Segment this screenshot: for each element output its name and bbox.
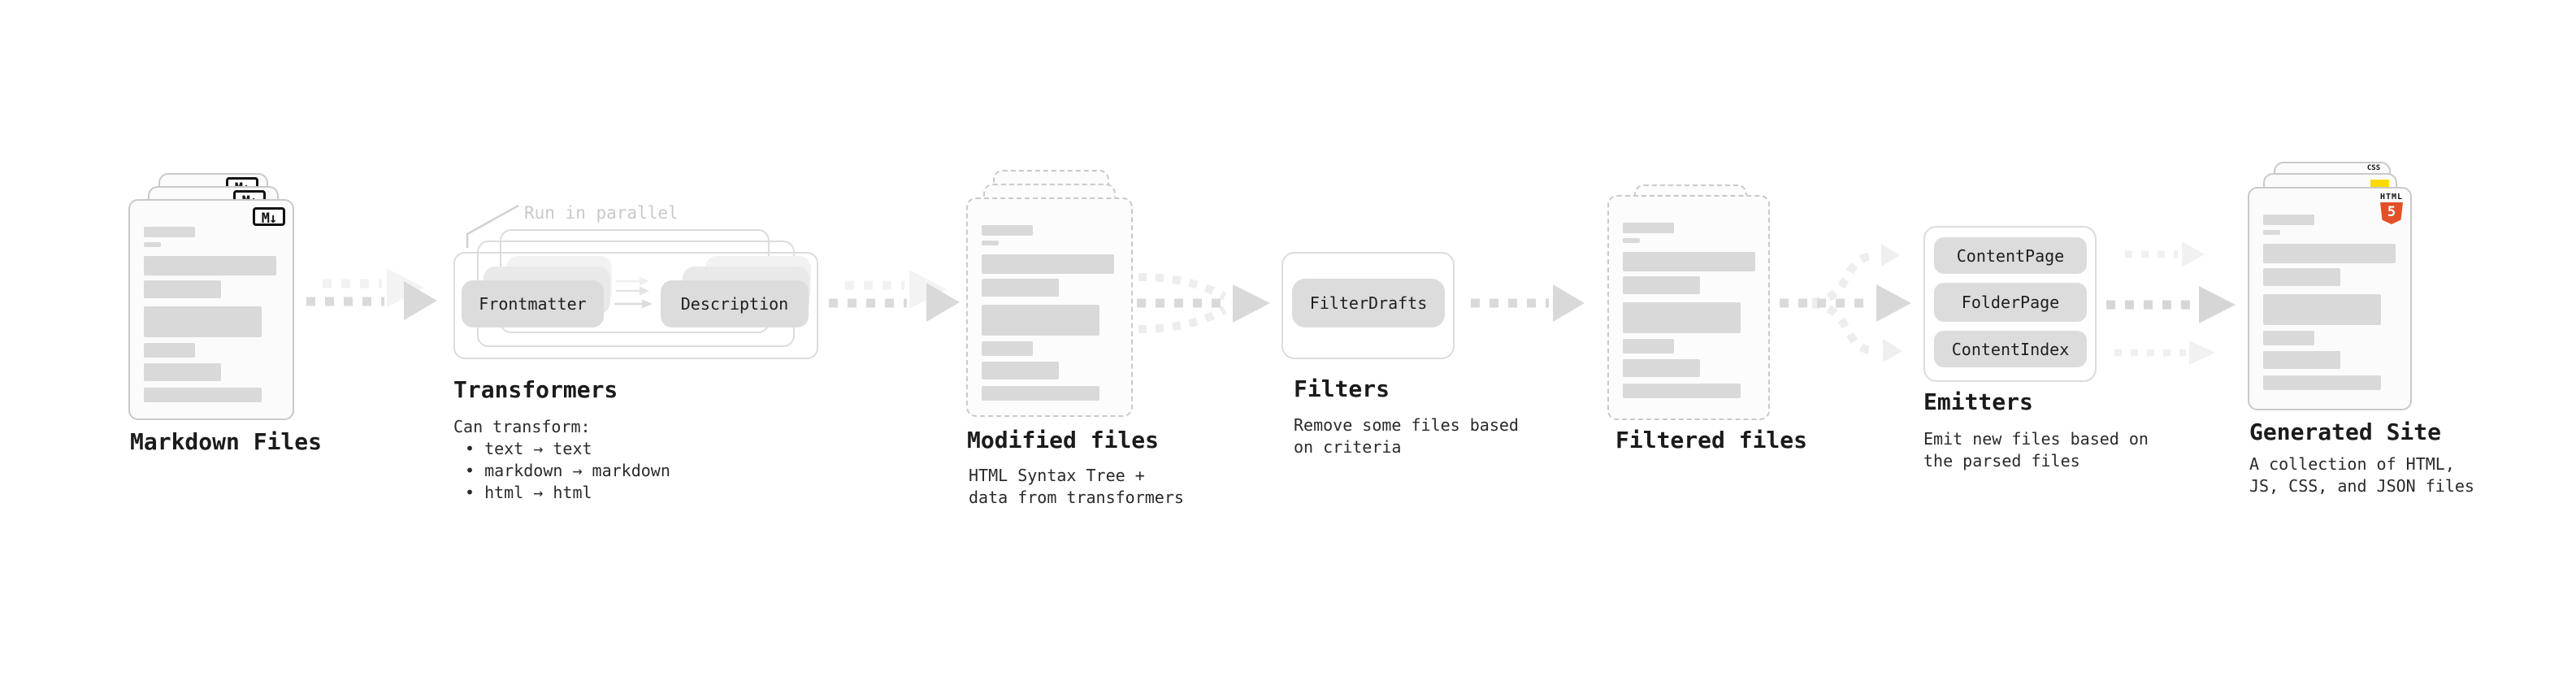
doc-placeholder-lines <box>968 199 1131 415</box>
markdown-icon: M↓ <box>253 207 285 227</box>
flow-arrow-modified-to-filters <box>1137 273 1270 333</box>
description-pill: Description <box>661 280 809 327</box>
transformers-title: Transformers <box>453 376 618 403</box>
modified-file-doc <box>966 197 1133 417</box>
pill-flow-arrows <box>614 276 653 309</box>
contentpage-pill: ContentPage <box>1934 237 2087 274</box>
note-line: Can transform: <box>453 417 591 436</box>
flow-arrow-emitters-to-generated <box>2106 241 2236 365</box>
filters-title: Filters <box>1294 375 1390 402</box>
note-line: data from transformers <box>969 488 1184 507</box>
flow-arrow-transformers-to-modified <box>829 270 960 322</box>
html5-icon-label: HTML <box>2379 193 2404 202</box>
note-line: Emit new files based on <box>1923 429 2149 449</box>
modified-files-title: Modified files <box>967 427 1160 453</box>
note-line: JS, CSS, and JSON files <box>2249 476 2474 496</box>
css-icon-label: CSS <box>2366 164 2381 172</box>
filters-note: Remove some files based on criteria <box>1294 414 1519 458</box>
callout-leader-line <box>466 204 519 248</box>
flow-arrow-filters-to-filtered <box>1471 284 1585 322</box>
filtered-file-doc <box>1607 195 1770 420</box>
doc-placeholder-lines <box>2249 189 2410 409</box>
note-line: on criteria <box>1294 437 1402 457</box>
html5-icon-shield: 5 <box>2380 202 2403 224</box>
html5-icon: HTML 5 <box>2379 193 2404 224</box>
note-line: A collection of HTML, <box>2249 454 2455 474</box>
modified-files-note: HTML Syntax Tree + data from transformer… <box>969 465 1184 509</box>
markdown-file-doc: M↓ <box>128 199 294 420</box>
filtered-files-title: Filtered files <box>1615 427 1808 453</box>
note-bullet: html → html <box>453 482 670 504</box>
emitters-title: Emitters <box>1923 388 2033 415</box>
transformer-box <box>453 252 818 359</box>
doc-placeholder-lines <box>130 201 293 419</box>
filterdrafts-pill: FilterDrafts <box>1292 279 1445 327</box>
folderpage-pill: FolderPage <box>1934 283 2087 322</box>
markdown-files-title: Markdown Files <box>130 428 323 455</box>
flow-arrow-filtered-to-emitters <box>1780 244 1911 362</box>
note-line: HTML Syntax Tree + <box>969 466 1145 485</box>
generated-doc-html: HTML 5 <box>2248 187 2412 410</box>
note-bullet: text → text <box>453 438 670 460</box>
transformers-note: Can transform: text → text markdown → ma… <box>453 416 670 504</box>
note-line: the parsed files <box>1923 451 2080 471</box>
note-line: Remove some files based <box>1294 415 1519 435</box>
frontmatter-pill: Frontmatter <box>462 280 604 327</box>
generated-site-title: Generated Site <box>2249 419 2442 445</box>
run-in-parallel-callout: Run in parallel <box>524 203 679 223</box>
flow-arrow-markdown-to-transformers <box>306 268 437 320</box>
note-bullet: markdown → markdown <box>453 460 670 482</box>
emitters-note: Emit new files based on the parsed files <box>1923 428 2149 472</box>
contentindex-pill: ContentIndex <box>1934 331 2087 367</box>
doc-placeholder-lines <box>1609 197 1768 419</box>
generated-site-note: A collection of HTML, JS, CSS, and JSON … <box>2249 453 2474 497</box>
